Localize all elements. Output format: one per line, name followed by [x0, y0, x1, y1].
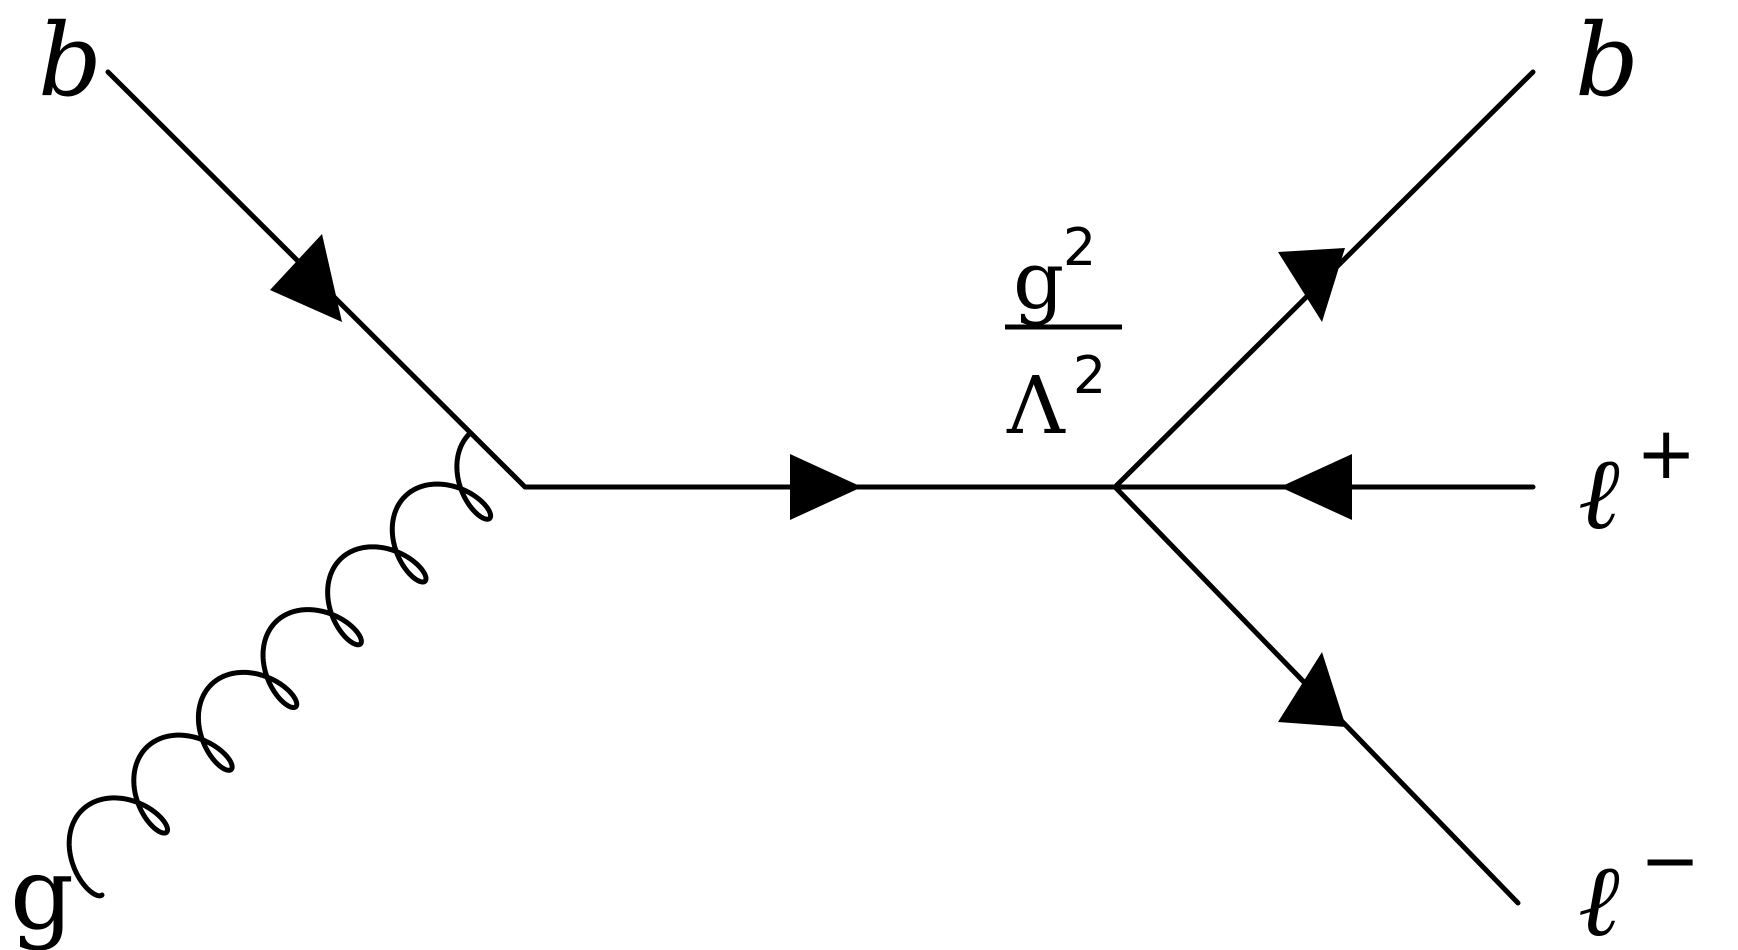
lepton-plus-arrow [1280, 454, 1352, 520]
outgoing-b-quark-arrow [1278, 248, 1345, 322]
coupling-denominator-exponent: 2 [1073, 346, 1106, 406]
label-lepton-plus-symbol: ℓ [1578, 435, 1620, 552]
label-outgoing-b: b [1575, 2, 1639, 119]
incoming-b-quark-arrow [270, 234, 342, 322]
label-incoming-b: b [38, 2, 102, 119]
label-incoming-gluon: g [10, 835, 74, 950]
label-lepton-minus-charge: − [1640, 818, 1700, 902]
label-lepton-minus-symbol: ℓ [1578, 842, 1620, 950]
gluon-line [66, 430, 494, 899]
label-lepton-plus-charge: + [1636, 411, 1696, 495]
coupling-denominator-base: Λ [1006, 359, 1066, 452]
lepton-minus-arrow [1278, 652, 1346, 727]
coupling-numerator-base: g [1013, 234, 1064, 327]
propagator-arrow [790, 454, 862, 520]
coupling-numerator-exponent: 2 [1063, 218, 1096, 278]
